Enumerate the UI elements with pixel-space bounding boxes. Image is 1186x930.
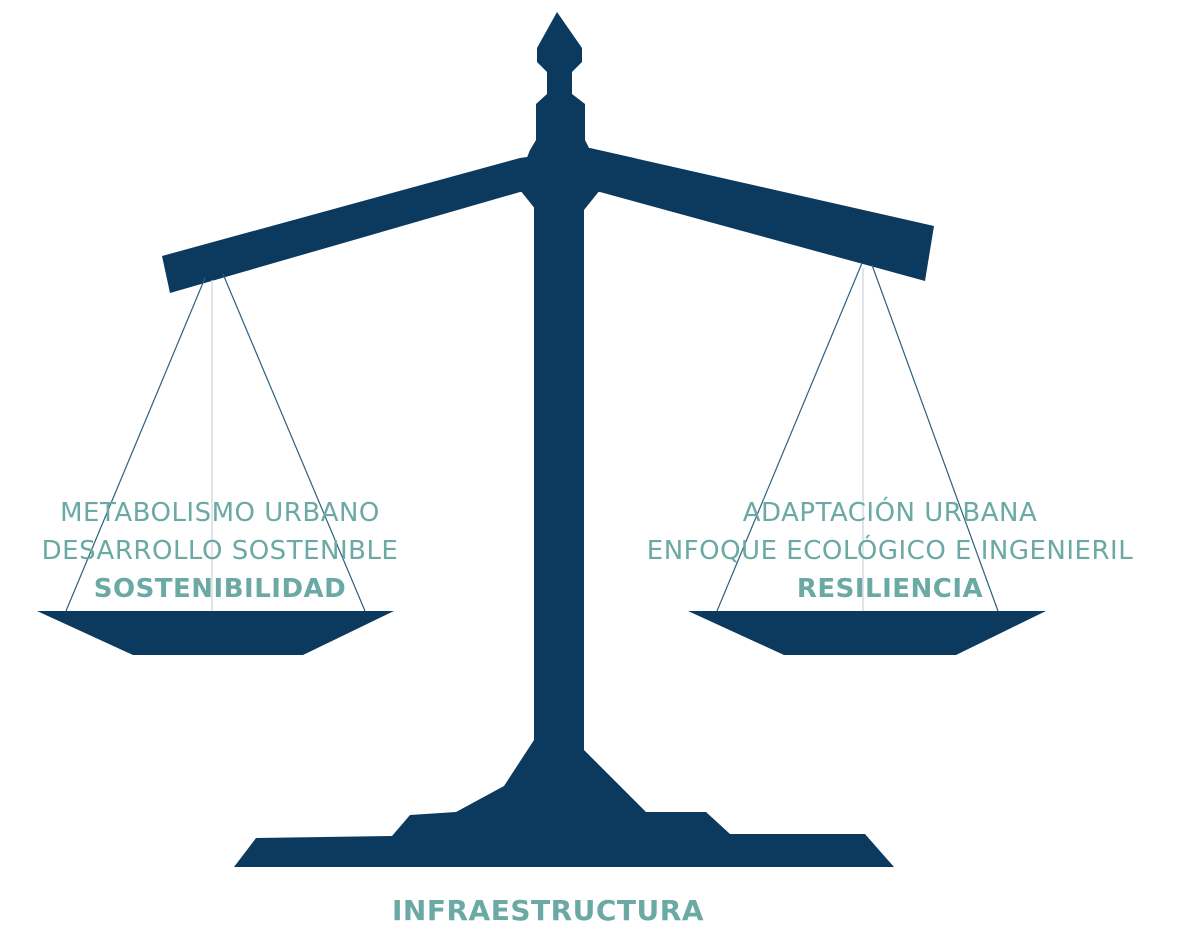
left-pan-label: METABOLISMO URBANO DESARROLLO SOSTENIBLE… xyxy=(10,494,430,608)
scale-hub xyxy=(516,150,604,210)
scale-beam xyxy=(162,148,934,293)
right-pan-line-1: ADAPTACIÓN URBANA xyxy=(742,498,1038,528)
base-label: INFRAESTRUCTURA xyxy=(391,894,704,927)
right-pan-line-2: ENFOQUE ECOLÓGICO E INGENIERIL xyxy=(646,536,1134,566)
left-pan-line-2: DESARROLLO SOSTENIBLE xyxy=(41,536,399,566)
right-pan-line-3: RESILIENCIA xyxy=(796,574,984,604)
scale-pillar xyxy=(534,200,584,752)
left-pan-line-1: METABOLISMO URBANO xyxy=(60,498,380,528)
scale-base xyxy=(234,740,894,867)
left-pan-strings xyxy=(65,273,366,612)
right-pan-strings xyxy=(716,262,999,612)
scale-finial xyxy=(530,12,590,150)
right-pan xyxy=(688,611,1046,655)
left-pan xyxy=(37,611,394,655)
right-pan-label: ADAPTACIÓN URBANA ENFOQUE ECOLÓGICO E IN… xyxy=(615,494,1165,608)
left-pan-line-3: SOSTENIBILIDAD xyxy=(93,574,347,604)
